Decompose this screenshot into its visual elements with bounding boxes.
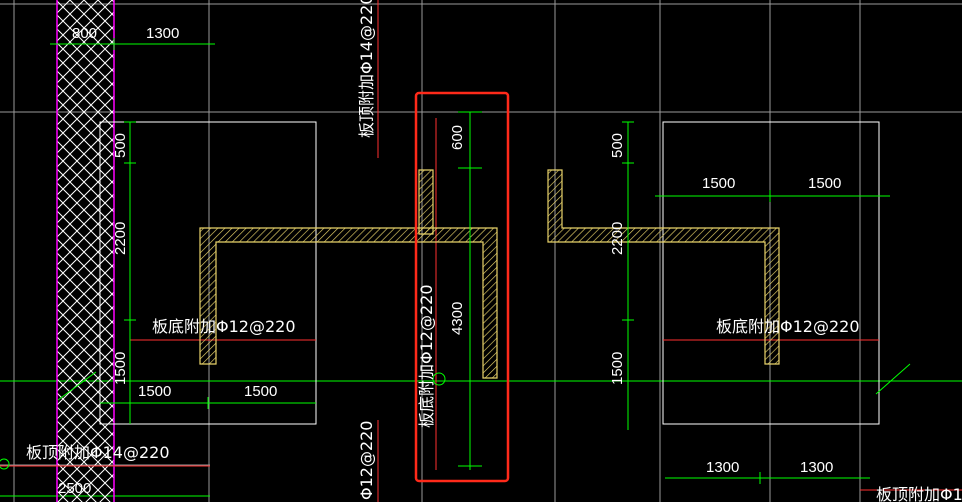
wall-section [56, 0, 115, 502]
dim-bottom-left-2500: 2500 [58, 480, 91, 497]
dim-mid-4300: 4300 [449, 302, 466, 335]
openings [99, 121, 880, 425]
selection-highlight-box[interactable] [414, 91, 510, 483]
note-right-corner: 板顶附加Φ14 [876, 485, 962, 502]
dim-right-2200: 2200 [609, 222, 626, 255]
right-member [547, 169, 780, 365]
dim-right-1500: 1500 [609, 352, 626, 385]
dim-bottom-left-1500-b: 1500 [244, 383, 277, 400]
dim-left-1500: 1500 [112, 352, 129, 385]
dim-top-800: 800 [72, 25, 97, 42]
note-left-bottom-rebar: 板底附加Φ12@220 [152, 317, 296, 336]
note-right-bottom-rebar: 板底附加Φ12@220 [716, 317, 860, 336]
dim-right-500: 500 [609, 133, 626, 158]
note-middle-vertical: 板底附加Φ12@220 [417, 285, 436, 429]
dim-left-500: 500 [112, 133, 129, 158]
dim-right-top-1500-b: 1500 [808, 175, 841, 192]
dim-right-bottom-1300-b: 1300 [800, 459, 833, 476]
left-member [199, 169, 498, 379]
section-markers [0, 372, 446, 470]
dim-right-bottom-1300-a: 1300 [706, 459, 739, 476]
dim-top-1300: 1300 [146, 25, 179, 42]
dimension-lines [50, 38, 911, 484]
dim-right-top-1500-a: 1500 [702, 175, 735, 192]
dim-mid-600: 600 [449, 125, 466, 150]
dim-bottom-left-1500-a: 1500 [138, 383, 171, 400]
note-top-vertical: 板顶附加Φ14@220 [357, 0, 376, 138]
note-left-top-rebar: 板顶附加Φ14@220 [26, 443, 170, 462]
dim-left-2200: 2200 [112, 222, 129, 255]
note-bottom-vertical: Φ12@220 [357, 421, 376, 501]
